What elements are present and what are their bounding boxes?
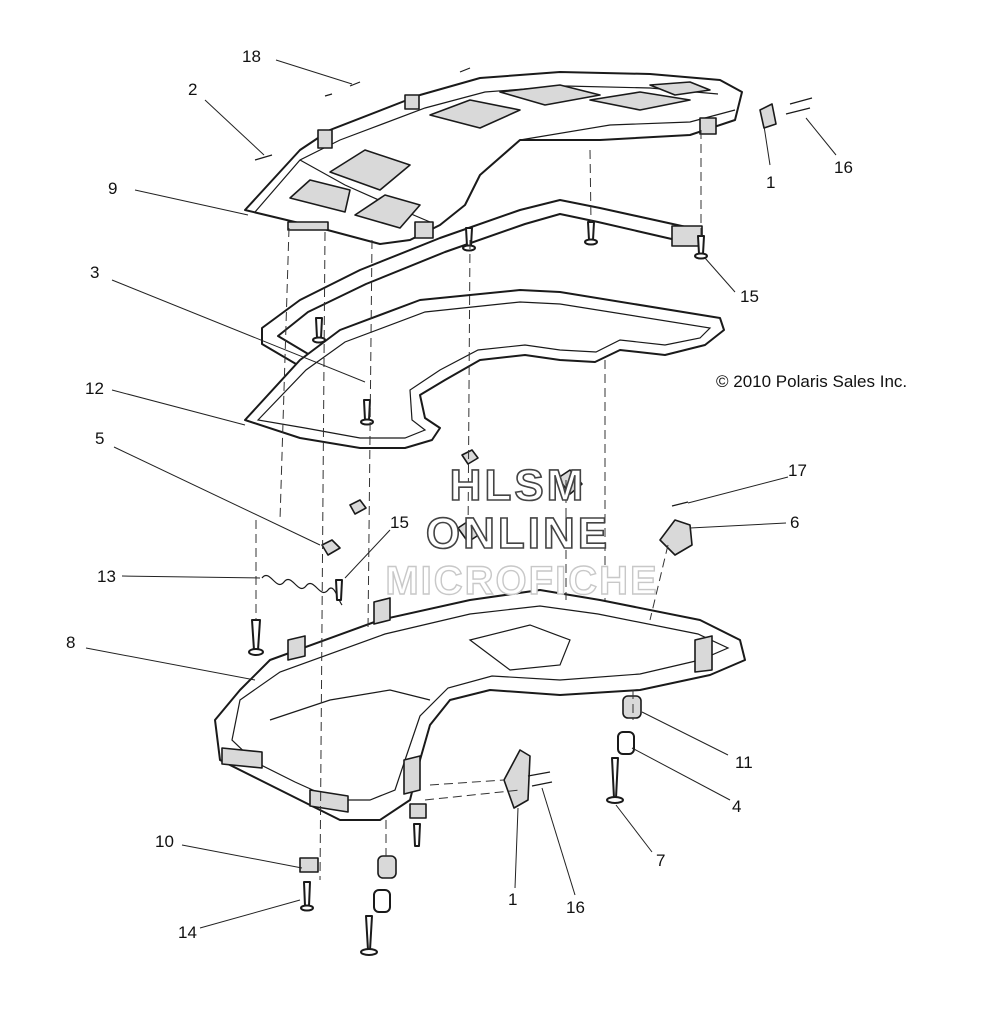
- spacer-part-4: [617, 731, 635, 755]
- assembly-dash-lines: [255, 130, 702, 881]
- screws-part-15: [248, 221, 708, 656]
- watermark-line-1: HLSM: [450, 461, 587, 510]
- copyright-notice: © 2010 Polaris Sales Inc.: [716, 372, 907, 391]
- callout-3: 3: [90, 263, 99, 282]
- hinge-part-1: [503, 749, 531, 809]
- callout-6: 6: [790, 513, 799, 532]
- small-hardware: [248, 67, 813, 956]
- latch-part-6: [659, 519, 693, 556]
- callout-15-top: 15: [740, 287, 759, 306]
- callout-7: 7: [656, 851, 665, 870]
- callout-numbers: 18 2 9 1 16 3 15 12 5 15 17 6 13 8 11 4 …: [66, 47, 853, 942]
- callout-9: 9: [108, 179, 117, 198]
- callout-17: 17: [788, 461, 807, 480]
- callout-1-top: 1: [766, 173, 775, 192]
- callout-13: 13: [97, 567, 116, 586]
- callout-5: 5: [95, 429, 104, 448]
- callout-16-bottom: 16: [566, 898, 585, 917]
- callout-12: 12: [85, 379, 104, 398]
- callout-4: 4: [732, 797, 741, 816]
- callout-8: 8: [66, 633, 75, 652]
- callout-1-bottom: 1: [508, 890, 517, 909]
- callout-2: 2: [188, 80, 197, 99]
- storage-lid: [244, 71, 743, 245]
- callout-leader-lines: [85, 59, 837, 929]
- callout-15-mid: 15: [390, 513, 409, 532]
- watermark: HLSM ONLINE MICROFICHE: [385, 460, 658, 604]
- callout-14: 14: [178, 923, 197, 942]
- watermark-line-2: ONLINE: [426, 509, 610, 558]
- callout-10: 10: [155, 832, 174, 851]
- spring-part-13: [261, 575, 343, 606]
- bracket-part-10: [299, 857, 319, 873]
- callout-11: 11: [735, 753, 753, 772]
- watermark-line-3: MICROFICHE: [385, 559, 658, 603]
- storage-base-tub: [214, 589, 746, 821]
- callout-16-top: 16: [834, 158, 853, 177]
- bumper-part-11: [622, 695, 642, 719]
- clip-part-5: [321, 539, 341, 556]
- lid-seal: [244, 289, 725, 449]
- callout-18: 18: [242, 47, 261, 66]
